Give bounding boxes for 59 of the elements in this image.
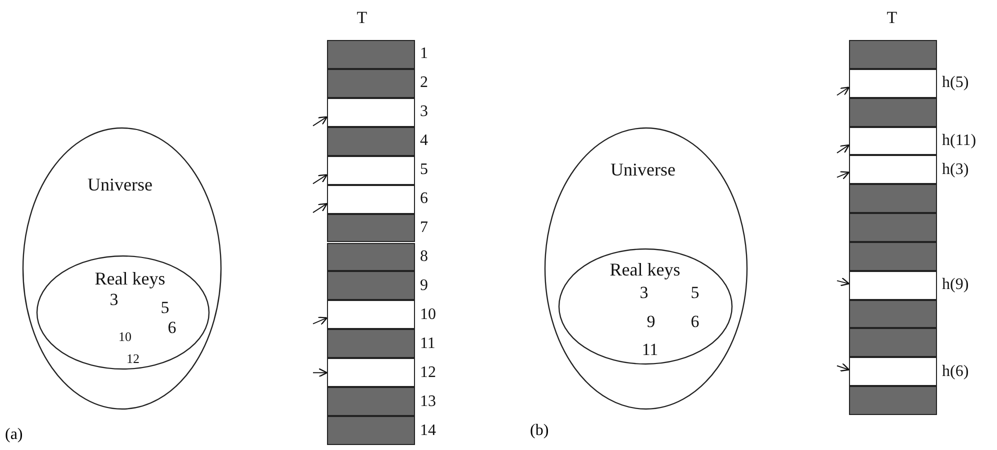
key-value: 6 <box>168 318 176 338</box>
arrow <box>312 203 328 214</box>
arrow <box>312 174 328 184</box>
filled-table-slot <box>849 184 937 214</box>
slot-label: 3 <box>420 103 428 122</box>
slot-label: 8 <box>420 248 428 266</box>
filled-table-slot <box>849 213 937 242</box>
slot-label: 4 <box>420 132 428 150</box>
arrow <box>836 171 850 180</box>
key-set-ellipse <box>558 248 733 365</box>
slot-label: h(6) <box>942 362 969 381</box>
slot-label: 11 <box>420 334 436 353</box>
table-heading: T <box>886 8 898 28</box>
slot-label: 10 <box>420 306 436 324</box>
arrow <box>312 116 328 126</box>
key-set-ellipse <box>36 255 210 370</box>
key-value: 3 <box>110 290 118 310</box>
filled-table-slot <box>849 300 937 328</box>
key-value: 10 <box>118 329 132 345</box>
key-value: 3 <box>640 283 648 303</box>
slot-label: h(9) <box>942 276 969 294</box>
slot-label: 12 <box>420 364 436 382</box>
panel-label: (a) <box>5 426 23 444</box>
arrow <box>836 86 850 96</box>
key-value: 12 <box>126 351 140 367</box>
filled-table-slot <box>849 242 937 271</box>
key-value: 6 <box>690 312 700 332</box>
filled-table-slot <box>849 328 937 358</box>
slot-label: 14 <box>420 422 436 440</box>
arrow <box>312 368 328 378</box>
slot-label: h(11) <box>942 132 976 150</box>
arrow <box>836 362 850 372</box>
slot-label: h(3) <box>942 160 969 179</box>
arrow <box>312 316 328 326</box>
slot-label: 2 <box>420 74 428 92</box>
slot-label: 7 <box>420 219 428 238</box>
arrow <box>836 144 850 154</box>
slot-label: 5 <box>420 161 428 180</box>
universe-ellipse <box>22 127 222 410</box>
key-value: 11 <box>642 340 658 360</box>
set-label: Universe <box>610 160 676 180</box>
universe-ellipse <box>544 127 748 410</box>
slot-label: h(5) <box>942 74 969 92</box>
set-label: Real keys <box>610 260 680 280</box>
table-heading: T <box>356 8 368 28</box>
arrow <box>836 277 850 286</box>
set-label: Real keys <box>94 268 166 290</box>
slot-label: 13 <box>420 392 436 411</box>
key-value: 9 <box>646 312 656 332</box>
set-label: Universe <box>88 174 152 196</box>
key-value: 5 <box>690 283 700 303</box>
filled-table-slot <box>849 98 937 127</box>
slot-label: 9 <box>420 276 428 295</box>
slot-label: 1 <box>420 45 428 64</box>
panel-label: (b) <box>530 422 549 440</box>
key-value: 5 <box>160 298 170 318</box>
filled-table-slot <box>849 386 937 415</box>
slot-label: 6 <box>420 190 428 208</box>
filled-table-slot <box>849 40 937 69</box>
